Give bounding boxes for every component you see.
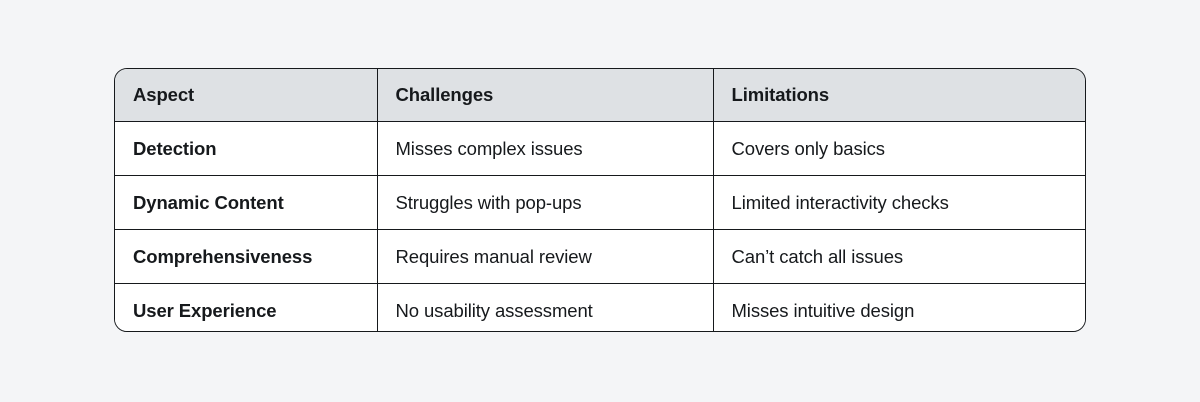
table-row: Detection Misses complex issues Covers o… [115,121,1085,176]
cell-limitations: Limited interactivity checks [713,175,1085,230]
table-row: Dynamic Content Struggles with pop-ups L… [115,175,1085,230]
cell-aspect: Dynamic Content [115,175,378,230]
cell-limitations: Covers only basics [713,121,1085,176]
cell-limitations: Misses intuitive design [713,283,1085,331]
cell-challenges: No usability assessment [377,283,714,331]
cell-limitations: Can’t catch all issues [713,229,1085,284]
cell-aspect: User Experience [115,283,378,331]
cell-aspect: Detection [115,121,378,176]
cell-challenges: Struggles with pop-ups [377,175,714,230]
table: Aspect Challenges Limitations Detection … [115,69,1085,331]
column-header-challenges: Challenges [377,69,714,122]
table-row: Comprehensiveness Requires manual review… [115,229,1085,284]
table-header: Aspect Challenges Limitations [115,69,1085,122]
table-row: User Experience No usability assessment … [115,283,1085,331]
cell-aspect: Comprehensiveness [115,229,378,284]
cell-challenges: Requires manual review [377,229,714,284]
column-header-limitations: Limitations [713,69,1085,122]
table-body: Detection Misses complex issues Covers o… [115,121,1085,331]
column-header-aspect: Aspect [115,69,378,122]
table-header-row: Aspect Challenges Limitations [115,69,1085,122]
cell-challenges: Misses complex issues [377,121,714,176]
challenges-and-limitations-table: Aspect Challenges Limitations Detection … [114,68,1086,332]
